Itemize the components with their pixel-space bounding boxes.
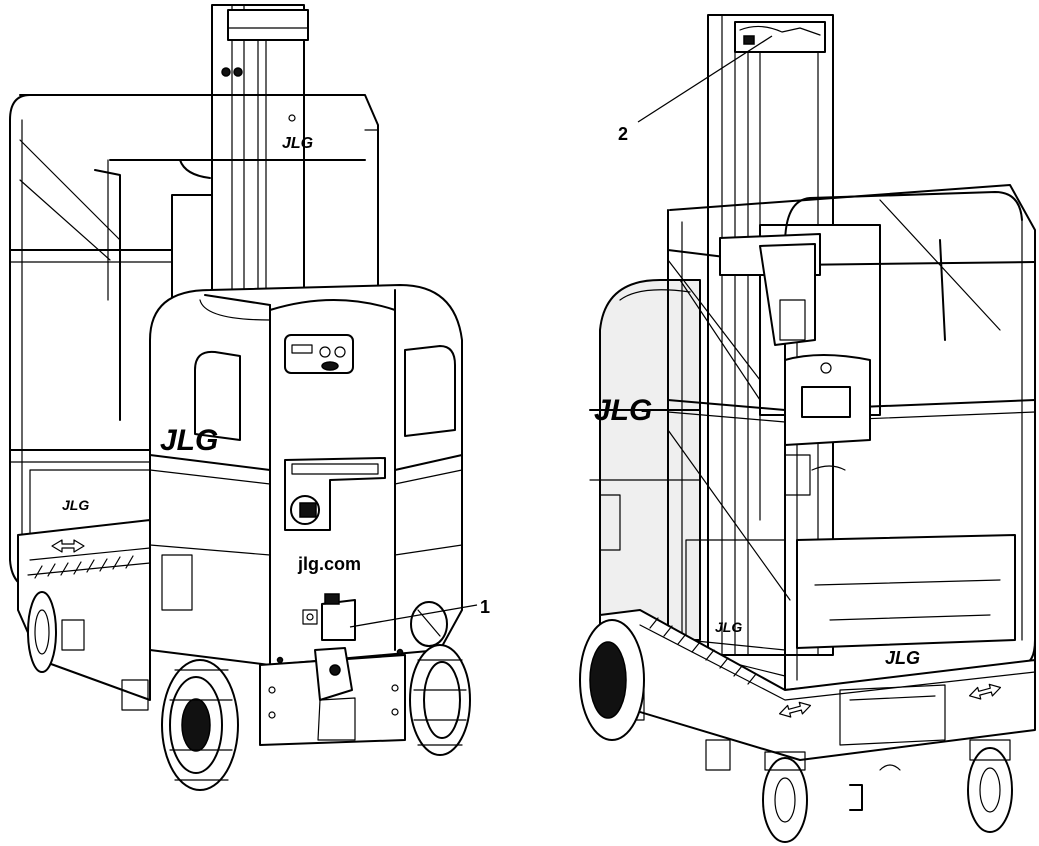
right-base bbox=[599, 609, 1036, 811]
left-base-hatch bbox=[34, 555, 134, 579]
lower-control-panel bbox=[302, 593, 356, 641]
left-machine-front-view: JLG JLG bbox=[9, 4, 490, 791]
double-arrow-icon bbox=[968, 683, 1002, 700]
right-machine-rear-view: JLG JLG bbox=[579, 14, 1036, 843]
gauge-icon bbox=[319, 346, 346, 358]
left-base bbox=[17, 519, 151, 711]
left-body: JLG jlg.com bbox=[149, 284, 463, 746]
right-wheels bbox=[579, 619, 1013, 843]
right-rail-logo: JLG bbox=[715, 619, 742, 635]
double-arrow-icon bbox=[51, 539, 85, 553]
callout-number-2: 2 bbox=[618, 124, 628, 144]
callout-number-1: 1 bbox=[480, 597, 490, 617]
left-body-logo: JLG bbox=[160, 424, 218, 457]
left-mast-logo: JLG bbox=[282, 135, 313, 152]
platform-floor-logo: JLG bbox=[885, 648, 920, 668]
right-base-hatch bbox=[649, 617, 757, 685]
left-mast: JLG bbox=[211, 4, 313, 306]
right-control-box: JLG bbox=[719, 233, 1016, 668]
callout-2: 2 bbox=[618, 35, 773, 144]
website-label: jlg.com bbox=[297, 554, 361, 574]
callout-1: 1 bbox=[349, 597, 490, 628]
left-rail-logo: JLG bbox=[62, 497, 89, 513]
left-wheels bbox=[161, 644, 471, 791]
right-body-logo: JLG bbox=[594, 394, 652, 427]
double-arrow-icon bbox=[778, 701, 812, 718]
key-switch-icon bbox=[306, 613, 314, 621]
